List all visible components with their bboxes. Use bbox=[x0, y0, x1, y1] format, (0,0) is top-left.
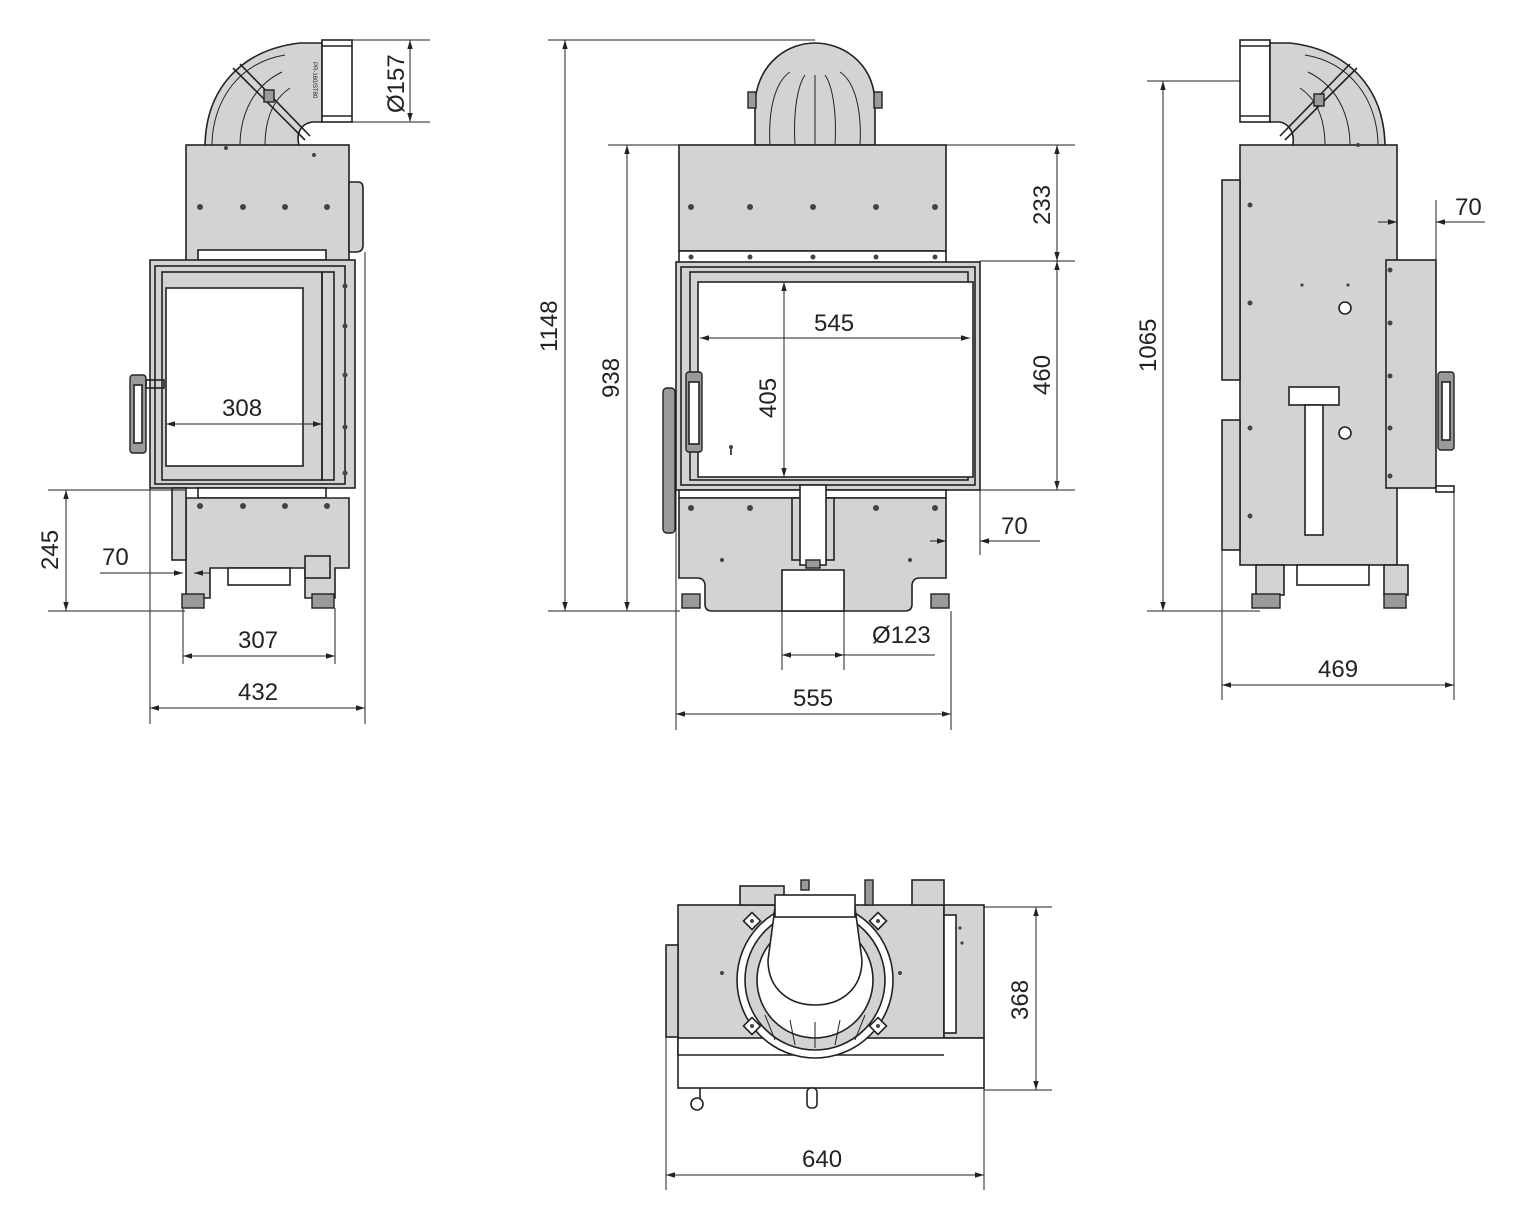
dim-door-height: 460 bbox=[980, 261, 1075, 491]
upper-housing bbox=[185, 144, 364, 262]
lower-base bbox=[171, 487, 350, 609]
overall-width-left-label: 432 bbox=[238, 679, 278, 706]
top-depth-label: 368 bbox=[1007, 980, 1034, 1020]
dim-top-width: 640 bbox=[665, 1037, 985, 1190]
door-height-label: 460 bbox=[1029, 355, 1056, 395]
dim-top-section: 233 bbox=[946, 144, 1075, 262]
air-inlet-label: Ø123 bbox=[872, 622, 931, 649]
side-view: 1065 70 469 bbox=[1135, 39, 1485, 700]
door-frame bbox=[129, 259, 356, 489]
leg-offset-label: 70 bbox=[102, 544, 129, 571]
flue-elbow-side bbox=[1239, 39, 1386, 149]
flue-elbow: PR-160/ST80 bbox=[204, 39, 353, 149]
top-width-label: 640 bbox=[802, 1146, 842, 1173]
top-view: 368 640 bbox=[665, 879, 1052, 1190]
side-offset-front-label: 70 bbox=[1001, 513, 1028, 540]
glass-height-label: 405 bbox=[755, 378, 782, 418]
overall-height-side-label: 1065 bbox=[1135, 319, 1162, 372]
dim-rear-offset: 70 bbox=[1378, 194, 1485, 262]
dim-overall-height-side: 1065 bbox=[1135, 80, 1260, 612]
dim-overall-depth: 469 bbox=[1221, 492, 1455, 700]
dim-body-height: 938 bbox=[598, 144, 680, 611]
dim-glass-width-left: 308 bbox=[166, 395, 322, 427]
dim-flue-diameter: Ø157 bbox=[352, 39, 430, 123]
dim-overall-width-front: 555 bbox=[675, 490, 952, 730]
feet-spacing-label: 307 bbox=[238, 627, 278, 654]
dim-side-offset-front: 70 bbox=[930, 490, 1040, 555]
top-section-label: 233 bbox=[1029, 185, 1056, 225]
dim-air-inlet: Ø123 bbox=[781, 611, 935, 670]
dim-leg-height: 245 bbox=[37, 489, 185, 612]
overall-height-front-label: 1148 bbox=[536, 300, 563, 352]
leg-height-label: 245 bbox=[37, 530, 64, 570]
dim-leg-offset: 70 bbox=[100, 544, 210, 576]
glass-width-center-label: 545 bbox=[814, 310, 854, 337]
dim-overall-height-front: 1148 bbox=[536, 39, 815, 612]
rear-offset-label: 70 bbox=[1455, 194, 1482, 221]
front-view: 1148 938 545 405 233 460 bbox=[536, 39, 1075, 730]
side-housing bbox=[1221, 143, 1455, 609]
lower-base-center bbox=[678, 484, 950, 612]
dim-overall-width-left: 432 bbox=[149, 252, 366, 724]
glass-width-left-label: 308 bbox=[222, 395, 262, 422]
top-combustion-ring bbox=[736, 894, 894, 1059]
front-left-view: PR-160/ST80 bbox=[37, 39, 430, 724]
dim-top-depth: 368 bbox=[984, 906, 1052, 1091]
dim-feet-spacing: 307 bbox=[182, 608, 336, 664]
overall-depth-label: 469 bbox=[1318, 656, 1358, 683]
body-height-label: 938 bbox=[598, 358, 625, 398]
overall-width-front-label: 555 bbox=[793, 685, 833, 712]
flue-label: PR-160/ST80 bbox=[311, 62, 317, 99]
dim-glass-width-center: 545 bbox=[700, 310, 970, 341]
dim-glass-height: 405 bbox=[755, 282, 787, 477]
flue-collar bbox=[720, 42, 912, 155]
door-center bbox=[662, 261, 981, 534]
upper-housing-center bbox=[678, 144, 947, 264]
flue-diameter-label: Ø157 bbox=[383, 54, 410, 113]
